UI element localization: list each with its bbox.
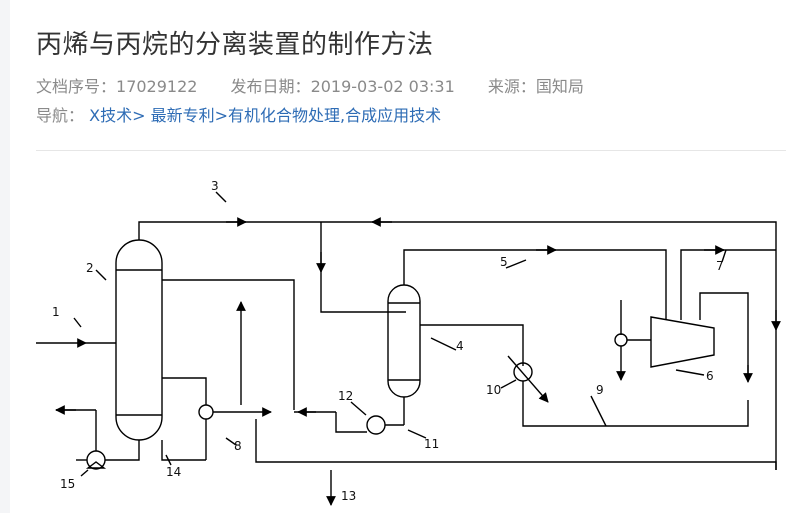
compressor: [650, 316, 715, 368]
breadcrumb-link-latest-patents[interactable]: 最新专利: [150, 106, 215, 125]
publish-date-value: 2019-03-02 03:31: [310, 77, 455, 96]
label-6: 6: [706, 369, 714, 383]
label-9: 9: [596, 383, 604, 397]
breadcrumb-link-x-tech[interactable]: X技术: [89, 106, 133, 125]
breadcrumb: 导航： X技术> 最新专利>有机化合物处理,合成应用技术: [36, 102, 441, 126]
patent-diagram: 1 2 3 4 5 6 7 8 9 10 11 12 13 14 15: [36, 170, 786, 517]
label-10: 10: [486, 383, 501, 397]
label-3: 3: [211, 179, 219, 193]
label-13: 13: [341, 489, 356, 503]
doc-number-label: 文档序号：: [36, 77, 117, 96]
source: 来源：国知局: [488, 77, 584, 96]
page-title: 丙烯与丙烷的分离装置的制作方法: [36, 30, 434, 60]
label-1: 1: [52, 305, 60, 319]
doc-number-value: 17029122: [116, 77, 198, 96]
breadcrumb-separator: >: [214, 106, 228, 125]
source-value: 国知局: [535, 77, 584, 96]
label-2: 2: [86, 261, 94, 275]
left-rail: [0, 0, 10, 513]
label-8: 8: [234, 439, 242, 453]
publish-date-label: 发布日期：: [230, 77, 311, 96]
label-11: 11: [424, 437, 439, 451]
source-label: 来源：: [487, 77, 536, 96]
label-15: 15: [60, 477, 75, 491]
breadcrumb-link-category[interactable]: 有机化合物处理,合成应用技术: [228, 106, 442, 125]
process-flow-diagram: 1 2 3 4 5 6 7 8 9 10 11 12 13 14 15: [36, 179, 781, 506]
label-14: 14: [166, 465, 181, 479]
diagram-labels: 1 2 3 4 5 6 7 8 9 10 11 12 13 14 15: [52, 179, 724, 503]
doc-number: 文档序号：17029122: [36, 77, 197, 96]
label-4: 4: [456, 339, 464, 353]
doc-meta: 文档序号：17029122 发布日期：2019-03-02 03:31 来源：国…: [36, 73, 612, 97]
breadcrumb-separator: >: [132, 106, 146, 125]
divider: [36, 150, 786, 151]
publish-date: 发布日期：2019-03-02 03:31: [231, 77, 455, 96]
label-7: 7: [716, 259, 724, 273]
label-12: 12: [338, 389, 353, 403]
breadcrumb-label: 导航：: [36, 106, 85, 125]
label-5: 5: [500, 255, 508, 269]
